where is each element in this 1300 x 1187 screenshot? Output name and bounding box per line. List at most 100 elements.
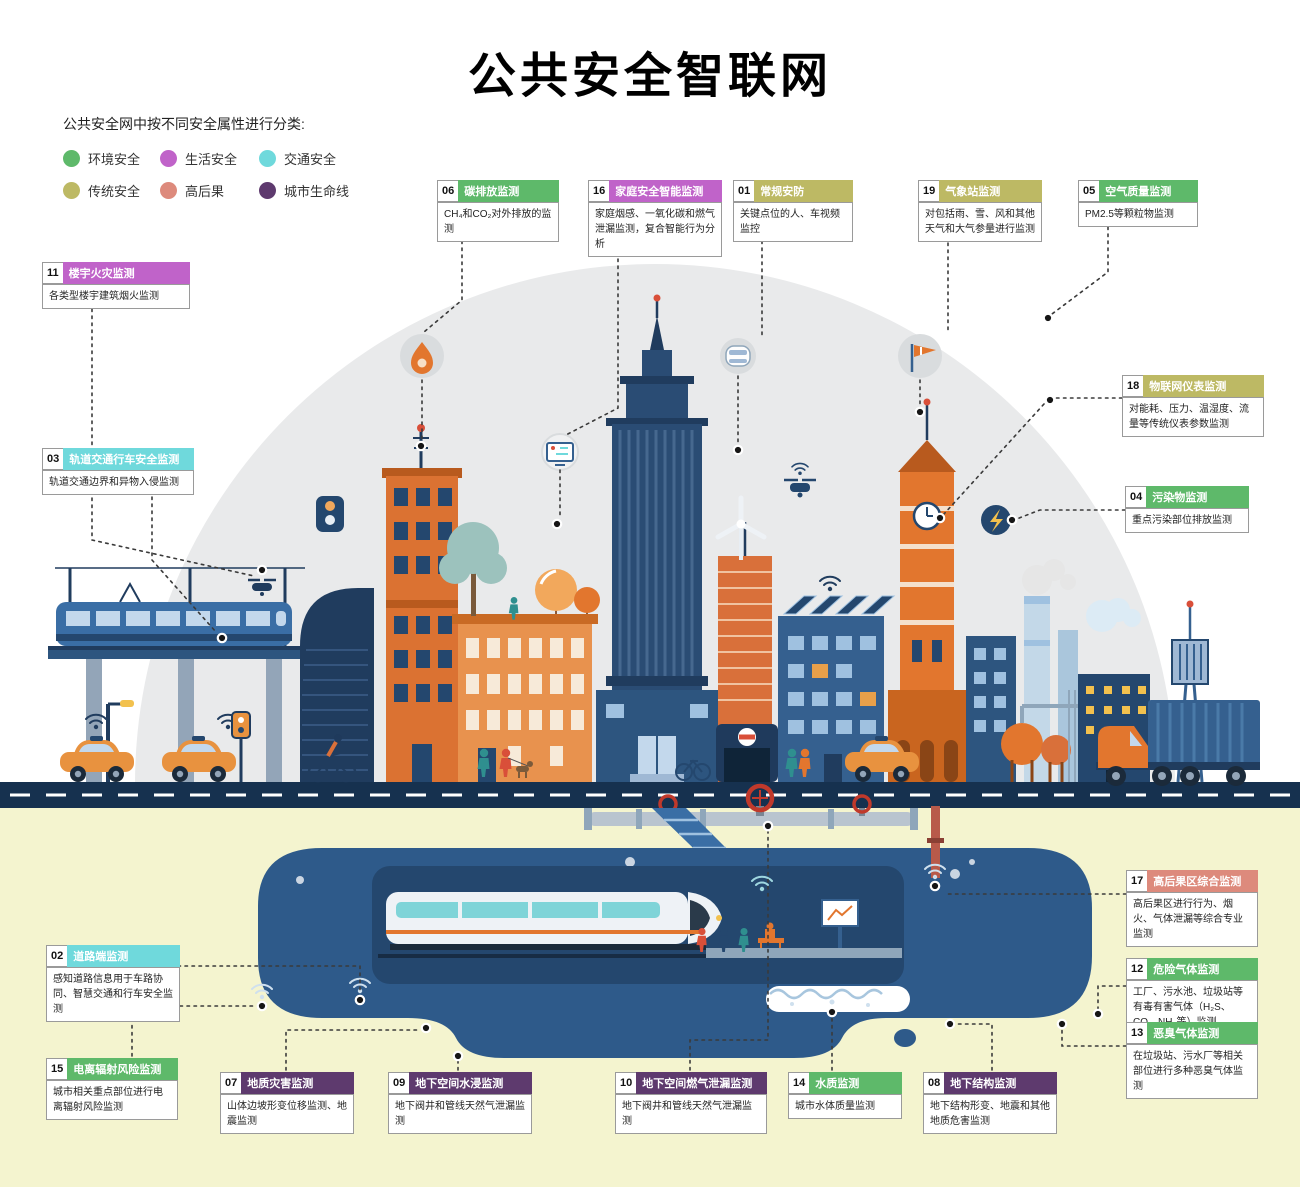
callout-number: 02: [46, 945, 68, 967]
callout-header: 16 家庭安全智能监测: [588, 180, 722, 202]
legend-color-dot: [63, 150, 80, 167]
callout-description: 地下阀井和管线天然气泄漏监测: [615, 1094, 767, 1134]
callout-title: 地质灾害监测: [241, 1072, 354, 1094]
monorail: [48, 567, 310, 782]
callout-header: 02 道路端监测: [46, 945, 180, 967]
callout-description: PM2.5等颗粒物监测: [1078, 202, 1198, 227]
callout-number: 16: [588, 180, 610, 202]
callout-17: 17 高后果区综合监测 高后果区进行行为、烟火、气体泄漏等综合专业监测: [1126, 870, 1258, 947]
callout-header: 12 危险气体监测: [1126, 958, 1258, 980]
callout-07: 07 地质灾害监测 山体边坡形变位移监测、地震监测: [220, 1072, 354, 1134]
callout-04: 04 污染物监测 重点污染部位排放监测: [1125, 486, 1249, 533]
legend-label: 生活安全: [185, 152, 238, 167]
callout-header: 11 楼宇火灾监测: [42, 262, 190, 284]
callout-header: 01 常规安防: [733, 180, 853, 202]
callout-description: 在垃圾站、污水厂等相关部位进行多种恶臭气体监测: [1126, 1044, 1258, 1099]
underground-zone: [251, 806, 1092, 1091]
callout-02: 02 道路端监测 感知道路信息用于车路协同、智慧交通和行车安全监测: [46, 945, 180, 1022]
callout-header: 18 物联网仪表监测: [1122, 375, 1264, 397]
building-central-skyscraper: [596, 294, 718, 782]
callout-header: 08 地下结构监测: [923, 1072, 1057, 1094]
cyclist: [307, 734, 357, 783]
callout-number: 14: [788, 1072, 810, 1094]
legend-color-dot: [160, 182, 177, 199]
callout-number: 08: [923, 1072, 945, 1094]
storage-tank: [1041, 735, 1071, 765]
pipeline-valve: [852, 794, 872, 816]
building-blue-slab: [966, 636, 1016, 782]
pipeline-main-valve: [745, 783, 775, 816]
callout-header: 15 电离辐射风险监测: [46, 1058, 178, 1080]
callout-header: 03 轨道交通行车安全监测: [42, 448, 194, 470]
callout-13: 13 恶臭气体监测 在垃圾站、污水厂等相关部位进行多种恶臭气体监测: [1126, 1022, 1258, 1099]
legend-grid: 环境安全 生活安全 交通安全 传统安全 高后果 城市生命线: [63, 149, 379, 200]
callout-number: 11: [42, 262, 63, 284]
callout-number: 03: [42, 448, 64, 470]
callout-title: 地下结构监测: [944, 1072, 1057, 1094]
callout-number: 18: [1122, 375, 1144, 397]
legend-item-1: 环境安全: [63, 149, 160, 168]
legend-item-4: 传统安全: [63, 181, 160, 200]
callout-number: 10: [615, 1072, 637, 1094]
underground-water-pocket: [766, 986, 910, 1012]
callout-18: 18 物联网仪表监测 对能耗、压力、温湿度、流量等传统仪表参数监测: [1122, 375, 1264, 437]
callout-description: 地下结构形变、地震和其他地质危害监测: [923, 1094, 1057, 1134]
connector-lines: [91, 219, 1127, 1071]
callout-description: 轨道交通边界和异物入侵监测: [42, 470, 194, 495]
train-pantograph: [119, 581, 141, 603]
legend-label: 传统安全: [88, 184, 141, 199]
callout-title: 污染物监测: [1146, 486, 1249, 508]
callout-number: 07: [220, 1072, 242, 1094]
callout-title: 楼宇火灾监测: [62, 262, 190, 284]
metro-entrance: [716, 724, 778, 782]
callout-header: 06 碳排放监测: [437, 180, 559, 202]
callout-number: 04: [1125, 486, 1147, 508]
legend-label: 城市生命线: [284, 184, 350, 199]
industrial-plant: [1001, 559, 1150, 782]
callout-15: 15 电离辐射风险监测 城市相关重点部位进行电离辐射风险监测: [46, 1058, 178, 1120]
callout-08: 08 地下结构监测 地下结构形变、地震和其他地质危害监测: [923, 1072, 1057, 1134]
callout-title: 轨道交通行车安全监测: [63, 448, 194, 470]
callout-03: 03 轨道交通行车安全监测 轨道交通边界和异物入侵监测: [42, 448, 194, 495]
drone-icon: [784, 462, 816, 498]
callout-description: 感知道路信息用于车路协同、智慧交通和行车安全监测: [46, 967, 180, 1022]
drone-icon: [248, 578, 276, 596]
building-clock-tower: [888, 398, 966, 782]
callout-title: 高后果区综合监测: [1147, 870, 1258, 892]
legend-item-6: 城市生命线: [259, 181, 379, 200]
callout-title: 物联网仪表监测: [1143, 375, 1264, 397]
legend-intro: 公共安全网中按不同安全属性进行分类:: [63, 116, 305, 132]
fire-sensor-icon: [400, 334, 444, 378]
legend-label: 环境安全: [88, 152, 141, 167]
callout-10: 10 地下空间燃气泄漏监测 地下阀井和管线天然气泄漏监测: [615, 1072, 767, 1134]
callout-number: 05: [1078, 180, 1100, 202]
callout-description: 城市相关重点部位进行电离辐射风险监测: [46, 1080, 178, 1120]
legend: 公共安全网中按不同安全属性进行分类: 环境安全 生活安全 交通安全 传统安全 高…: [63, 114, 379, 200]
callout-header: 10 地下空间燃气泄漏监测: [615, 1072, 767, 1094]
callout-05: 05 空气质量监测 PM2.5等颗粒物监测: [1078, 180, 1198, 227]
callout-title: 碳排放监测: [458, 180, 559, 202]
legend-item-5: 高后果: [160, 181, 259, 200]
callout-header: 14 水质监测: [788, 1072, 902, 1094]
power-bolt-icon: [981, 505, 1011, 535]
callout-title: 气象站监测: [939, 180, 1042, 202]
antenna-panel: [1171, 639, 1209, 685]
callout-title: 电离辐射风险监测: [67, 1058, 178, 1080]
callout-description: CH₄和CO₂对外排放的监测: [437, 202, 559, 242]
callout-header: 07 地质灾害监测: [220, 1072, 354, 1094]
callout-description: 山体边坡形变位移监测、地震监测: [220, 1094, 354, 1134]
windsock-icon: [898, 334, 942, 378]
callout-header: 05 空气质量监测: [1078, 180, 1198, 202]
callout-19: 19 气象站监测 对包括雨、雪、风和其他天气和大气参量进行监测: [918, 180, 1042, 242]
callout-header: 04 污染物监测: [1125, 486, 1249, 508]
callout-title: 恶臭气体监测: [1147, 1022, 1258, 1044]
callout-header: 17 高后果区综合监测: [1126, 870, 1258, 892]
callout-number: 06: [437, 180, 459, 202]
page-title: 公共安全智联网: [467, 50, 832, 103]
metro-platform: [706, 948, 902, 958]
traffic-signal-pole: [231, 711, 251, 782]
callout-title: 道路端监测: [67, 945, 180, 967]
callout-description: 家庭烟感、一氧化碳和燃气泄漏监测，复合智能行为分析: [588, 202, 722, 257]
callout-header: 19 气象站监测: [918, 180, 1042, 202]
